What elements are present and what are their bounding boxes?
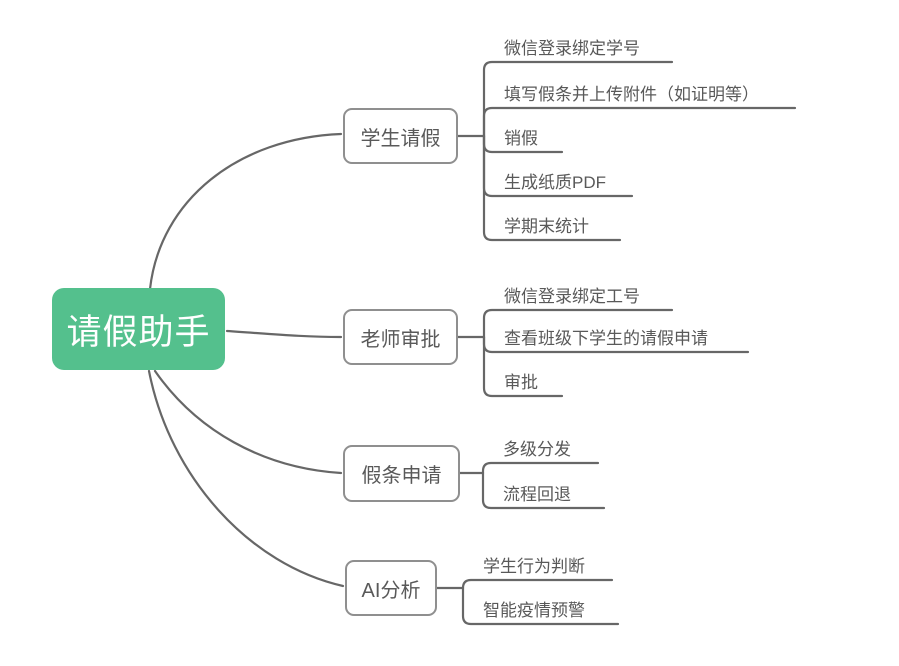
leaf-node[interactable]: 多级分发 bbox=[503, 440, 571, 459]
leaf-node[interactable]: 学期末统计 bbox=[504, 217, 589, 236]
leaf-node[interactable]: 生成纸质PDF bbox=[504, 173, 606, 192]
leaf-connector bbox=[482, 106, 797, 138]
leaf-connector bbox=[482, 134, 622, 242]
branch-node-ai-analysis[interactable]: AI分析 bbox=[345, 560, 437, 616]
leaf-node[interactable]: 填写假条并上传附件（如证明等） bbox=[504, 85, 759, 104]
leaf-node[interactable]: 微信登录绑定学号 bbox=[504, 39, 640, 58]
leaf-node[interactable]: 销假 bbox=[504, 129, 538, 148]
leaf-connector bbox=[481, 461, 600, 475]
leaf-node[interactable]: 流程回退 bbox=[503, 485, 571, 504]
branch-node-leave-request[interactable]: 假条申请 bbox=[343, 445, 460, 502]
branch-node-teacher-approval[interactable]: 老师审批 bbox=[343, 309, 458, 365]
root-branch1-curve bbox=[148, 132, 343, 291]
branch-node-student-leave[interactable]: 学生请假 bbox=[343, 108, 458, 164]
root-branch2-curve bbox=[225, 329, 343, 339]
leaf-node[interactable]: 学生行为判断 bbox=[483, 557, 585, 576]
leaf-connector bbox=[461, 586, 620, 626]
leaf-node[interactable]: 审批 bbox=[504, 373, 538, 392]
leaf-node[interactable]: 微信登录绑定工号 bbox=[504, 287, 640, 306]
leaf-node[interactable]: 智能疫情预警 bbox=[483, 601, 585, 620]
root-branch4-curve bbox=[147, 369, 345, 588]
root-node[interactable]: 请假助手 bbox=[52, 288, 225, 370]
leaf-connector bbox=[482, 335, 564, 398]
leaf-connector bbox=[481, 471, 606, 510]
root-branch3-curve bbox=[153, 369, 343, 475]
leaf-connector bbox=[482, 60, 674, 138]
leaf-connector bbox=[482, 308, 674, 339]
leaf-connector bbox=[461, 578, 614, 590]
leaf-node[interactable]: 查看班级下学生的请假申请 bbox=[504, 329, 708, 348]
